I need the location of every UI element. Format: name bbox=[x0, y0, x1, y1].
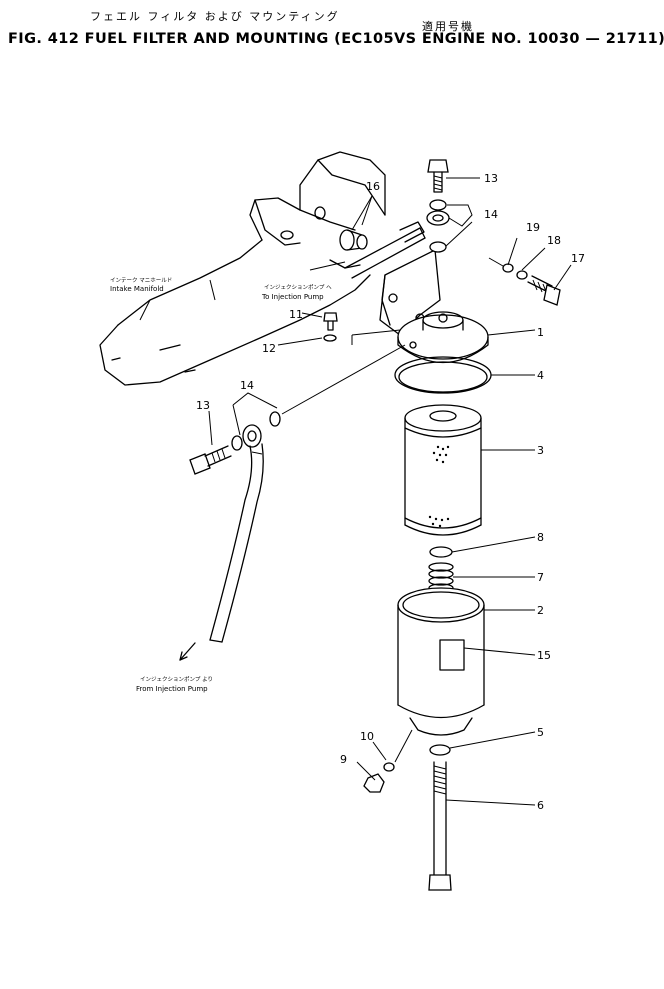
intake-manifold-label: Intake Manifold bbox=[110, 285, 164, 293]
drain-axis bbox=[394, 729, 413, 763]
part-2-filter-case bbox=[397, 587, 485, 736]
intake-manifold bbox=[99, 151, 386, 386]
part-17-bolt bbox=[527, 275, 561, 306]
part-18-washer bbox=[516, 270, 528, 280]
part-number-4: 4 bbox=[537, 369, 544, 382]
part-number-14-left: 14 bbox=[240, 379, 254, 392]
japanese-title: フェエル フィルタ および マウンティング bbox=[90, 10, 340, 23]
part-5-washer bbox=[429, 744, 451, 756]
from-pump-label: From Injection Pump bbox=[136, 685, 208, 693]
part-number-13: 13 bbox=[484, 172, 498, 185]
part-14-banjo-top bbox=[426, 199, 450, 253]
part-12-washer bbox=[323, 334, 337, 342]
part-number-7: 7 bbox=[537, 571, 544, 584]
part-19-washer bbox=[502, 263, 514, 273]
part-number-19: 19 bbox=[526, 221, 540, 234]
japanese-applicability: 適用号機 bbox=[422, 20, 474, 33]
intake-manifold-label-jp: インテーク マニホールド bbox=[110, 277, 172, 284]
part-6-center-bolt bbox=[428, 761, 452, 891]
part-number-6: 6 bbox=[537, 799, 544, 812]
part-13-bolt-left bbox=[189, 445, 232, 475]
part-19-axis bbox=[488, 257, 504, 267]
part-10-gasket bbox=[383, 762, 395, 772]
leader-lines bbox=[208, 177, 572, 806]
part-number-18: 18 bbox=[547, 234, 561, 247]
part-16-collar bbox=[339, 221, 425, 251]
fuel-hose bbox=[209, 443, 264, 643]
part-3-filter-element bbox=[404, 404, 482, 536]
part-number-14: 14 bbox=[484, 208, 498, 221]
part-number-2: 2 bbox=[537, 604, 544, 617]
part-number-11: 11 bbox=[289, 308, 303, 321]
part-9-drain-plug bbox=[363, 773, 385, 793]
part-number-3: 3 bbox=[537, 444, 544, 457]
part-number-1: 1 bbox=[537, 326, 544, 339]
part-number-9: 9 bbox=[340, 753, 347, 766]
part-1-filter-head bbox=[397, 311, 489, 364]
part-number-16: 16 bbox=[366, 180, 380, 193]
part-number-13-left: 13 bbox=[196, 399, 210, 412]
part-number-15: 15 bbox=[537, 649, 551, 662]
part-15-label-plate bbox=[439, 639, 465, 671]
to-pump-label-jp: インジェクションポンプ へ bbox=[264, 284, 332, 291]
to-pump-label: To Injection Pump bbox=[261, 293, 324, 301]
part-number-labels: 13 14 1 4 3 8 7 2 15 5 6 19 18 17 11 12 … bbox=[196, 172, 585, 812]
part-number-10: 10 bbox=[360, 730, 374, 743]
part-number-5: 5 bbox=[537, 726, 544, 739]
flow-arrow-from-pump bbox=[179, 642, 196, 661]
from-pump-label-jp: インジェクションポンプ より bbox=[140, 676, 213, 683]
part-13-bolt-top bbox=[427, 159, 449, 193]
part-11-bolt bbox=[323, 312, 338, 331]
part-4-o-ring bbox=[394, 356, 492, 394]
part-number-17: 17 bbox=[571, 252, 585, 265]
part-number-12: 12 bbox=[262, 342, 276, 355]
part-14-banjo-left bbox=[231, 411, 281, 451]
figure-title: FIG. 412 FUEL FILTER AND MOUNTING (EC105… bbox=[8, 31, 664, 47]
hose-axis-line bbox=[281, 344, 406, 415]
part-number-8: 8 bbox=[537, 531, 544, 544]
pipe-to-injection-pump bbox=[344, 227, 426, 279]
part-8-ring bbox=[429, 546, 453, 558]
